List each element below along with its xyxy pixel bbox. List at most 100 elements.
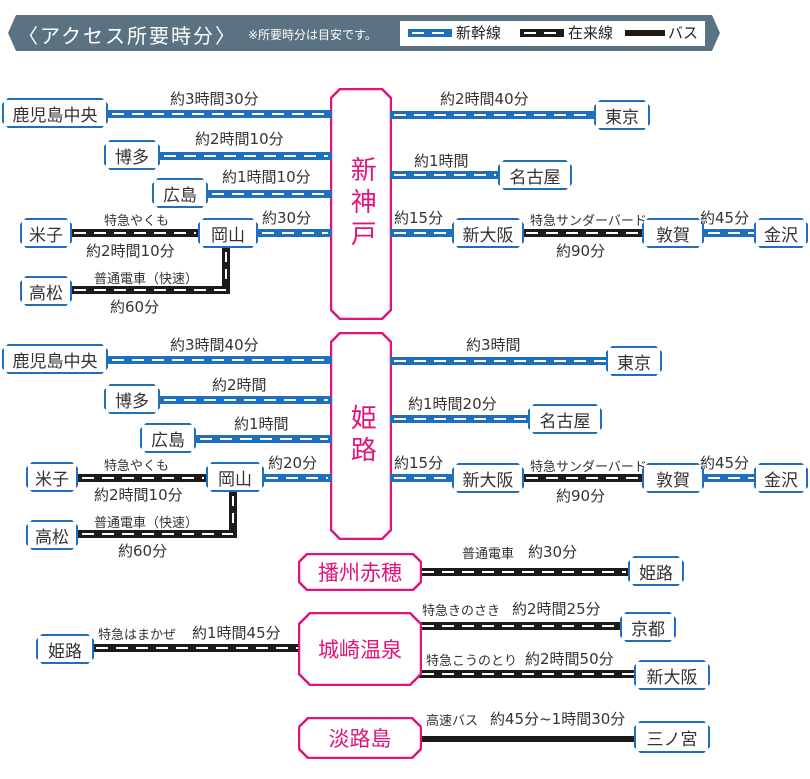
route-line-kagoshima-himeji — [108, 356, 332, 364]
station-kanazawa[interactable]: 金沢 — [754, 218, 808, 248]
kinosaki-hub-frame — [298, 612, 422, 686]
route-line-hakata-shinkobe — [160, 152, 332, 160]
time-label-tsuruga-kanazawa-2: 約45分 — [700, 454, 750, 472]
service-label-thunderbird-2: 特急サンダーバード — [530, 460, 647, 475]
station-kyoto[interactable]: 京都 — [620, 612, 676, 642]
station-sannomiya[interactable]: 三ノ宮 — [634, 721, 710, 753]
time-label-shinosaka-tsuruga-2: 約90分 — [556, 487, 606, 505]
route-line-yonago-okayama — [70, 229, 200, 237]
route-line-kagoshima-shinkobe — [108, 110, 332, 118]
station-tsuruga[interactable]: 敦賀 — [642, 218, 704, 248]
legend-shinkansen-swatch — [408, 29, 452, 37]
station-hiroshima[interactable]: 広島 — [152, 178, 208, 208]
station-himeji-from-ako[interactable]: 姫路 — [628, 556, 684, 586]
time-label-shinkobe-shinosaka: 約15分 — [394, 209, 444, 227]
legend-shinkansen-label: 新幹線 — [456, 24, 502, 42]
time-label-shinkobe-nagoya: 約1時間 — [414, 152, 469, 170]
station-shinosaka[interactable]: 新大阪 — [452, 218, 524, 248]
route-line-kinosaki-shinosaka — [418, 670, 638, 678]
station-shinosaka-3[interactable]: 新大阪 — [634, 660, 710, 690]
route-line-takamatsu-okayama — [70, 286, 230, 294]
station-takamatsu[interactable]: 高松 — [20, 276, 72, 306]
station-hakata[interactable]: 博多 — [104, 140, 160, 170]
legend-conventional-swatch — [520, 29, 564, 37]
time-label-himeji-kinosaki: 約1時間45分 — [192, 624, 281, 642]
route-line-okayama-himeji — [262, 474, 332, 482]
himeji-hub-frame — [330, 332, 392, 540]
route-line-shinkobe-tokyo — [390, 111, 596, 119]
station-tsuruga-2[interactable]: 敦賀 — [642, 463, 704, 493]
service-label-takamatsu: 普通電車（快速） — [94, 272, 199, 287]
service-label-yakumo: 特急やくも — [104, 214, 170, 229]
station-okayama-2[interactable]: 岡山 — [206, 462, 264, 492]
time-label-okayama-shinkobe: 約30分 — [262, 209, 312, 227]
station-kagoshima-chuo-2[interactable]: 鹿児島中央 — [2, 344, 108, 374]
awaji-hub-frame — [298, 717, 422, 759]
time-label-hakata-shinkobe: 約2時間10分 — [195, 130, 284, 148]
station-kanazawa-2[interactable]: 金沢 — [754, 463, 808, 493]
service-label-hamakaze: 特急はまかぜ — [98, 628, 177, 643]
station-hakata-2[interactable]: 博多 — [104, 384, 160, 414]
route-line-awaji-sannomiya — [418, 736, 640, 742]
himeji-hub[interactable]: 姫路 — [330, 332, 392, 540]
time-label-himeji-shinosaka: 約15分 — [394, 454, 444, 472]
header-banner — [8, 15, 316, 51]
time-label-kinosaki-shinosaka: 約2時間50分 — [525, 650, 614, 668]
shinkobe-hub[interactable]: 新神戸 — [330, 88, 392, 320]
time-label-himeji-nagoya: 約1時間20分 — [408, 395, 497, 413]
station-nagoya[interactable]: 名古屋 — [498, 160, 572, 190]
route-line-himeji-tokyo — [390, 357, 610, 365]
time-label-himeji-tokyo: 約3時間 — [466, 336, 521, 354]
route-line-takamatsu-okayama-vertical-2 — [229, 492, 237, 538]
service-label-thunderbird: 特急サンダーバード — [530, 214, 647, 229]
time-label-awaji-sannomiya: 約45分~1時間30分 — [490, 710, 626, 728]
station-hiroshima-2[interactable]: 広島 — [140, 423, 196, 453]
time-label-shinosaka-tsuruga: 約90分 — [556, 242, 606, 260]
station-yonago-2[interactable]: 米子 — [26, 462, 78, 492]
time-label-kinosaki-kyoto: 約2時間25分 — [512, 600, 601, 618]
himeji-hub-label: 姫路 — [346, 404, 377, 468]
station-takamatsu-2[interactable]: 高松 — [26, 520, 78, 550]
time-label-okayama-himeji: 約20分 — [268, 454, 318, 472]
banshuako-hub-frame — [298, 553, 422, 591]
service-label-takamatsu-2: 普通電車（快速） — [94, 516, 199, 531]
time-label-hakata-himeji: 約2時間 — [212, 376, 267, 394]
route-line-shinkobe-shinosaka — [390, 229, 456, 237]
route-line-takamatsu-okayama-2 — [78, 530, 237, 538]
time-label-kagoshima-shinkobe: 約3時間30分 — [170, 90, 259, 108]
route-line-himeji-nagoya — [390, 415, 530, 423]
shinkobe-hub-frame — [330, 88, 392, 320]
station-tokyo-2[interactable]: 東京 — [606, 346, 662, 376]
page-title: 〈アクセス所要時分〉 — [18, 24, 237, 48]
time-label-takamatsu-okayama: 約60分 — [110, 298, 160, 316]
station-okayama[interactable]: 岡山 — [198, 218, 258, 248]
time-label-yonago-okayama: 約2時間10分 — [86, 242, 175, 260]
service-label-highway-bus: 高速バス — [426, 714, 479, 729]
service-label-banshuako: 普通電車 — [462, 547, 515, 562]
station-himeji-to-kinosaki[interactable]: 姫路 — [36, 634, 94, 664]
station-tokyo[interactable]: 東京 — [594, 100, 650, 130]
station-kagoshima-chuo[interactable]: 鹿児島中央 — [2, 98, 108, 128]
awaji-hub[interactable]: 淡路島 — [328, 727, 392, 751]
time-label-kagoshima-himeji: 約3時間40分 — [170, 336, 259, 354]
header-note: ※所要時分は目安です。 — [248, 28, 377, 42]
route-line-banshuako-himeji — [418, 568, 630, 576]
route-line-yonago-okayama-2 — [78, 474, 208, 482]
kinosaki-hub[interactable]: 城崎温泉 — [318, 638, 402, 662]
time-label-tsuruga-kanazawa: 約45分 — [700, 209, 750, 227]
route-line-takamatsu-okayama-vertical — [222, 248, 230, 294]
station-nagoya-2[interactable]: 名古屋 — [528, 404, 602, 434]
station-shinosaka-2[interactable]: 新大阪 — [452, 463, 524, 493]
time-label-yonago-okayama-2: 約2時間10分 — [94, 486, 183, 504]
route-line-shinkobe-nagoya — [390, 171, 500, 179]
banshuako-hub[interactable]: 播州赤穂 — [318, 561, 402, 585]
shinkobe-hub-label: 新神戸 — [346, 156, 377, 252]
time-label-shinkobe-tokyo: 約2時間40分 — [440, 90, 529, 108]
route-line-okayama-shinkobe — [258, 229, 332, 237]
station-yonago[interactable]: 米子 — [20, 218, 72, 248]
route-line-hiroshima-shinkobe — [208, 190, 332, 198]
time-label-hiroshima-himeji: 約1時間 — [234, 415, 289, 433]
legend-bus-swatch — [625, 30, 665, 36]
route-line-himeji-shinosaka — [390, 474, 456, 482]
